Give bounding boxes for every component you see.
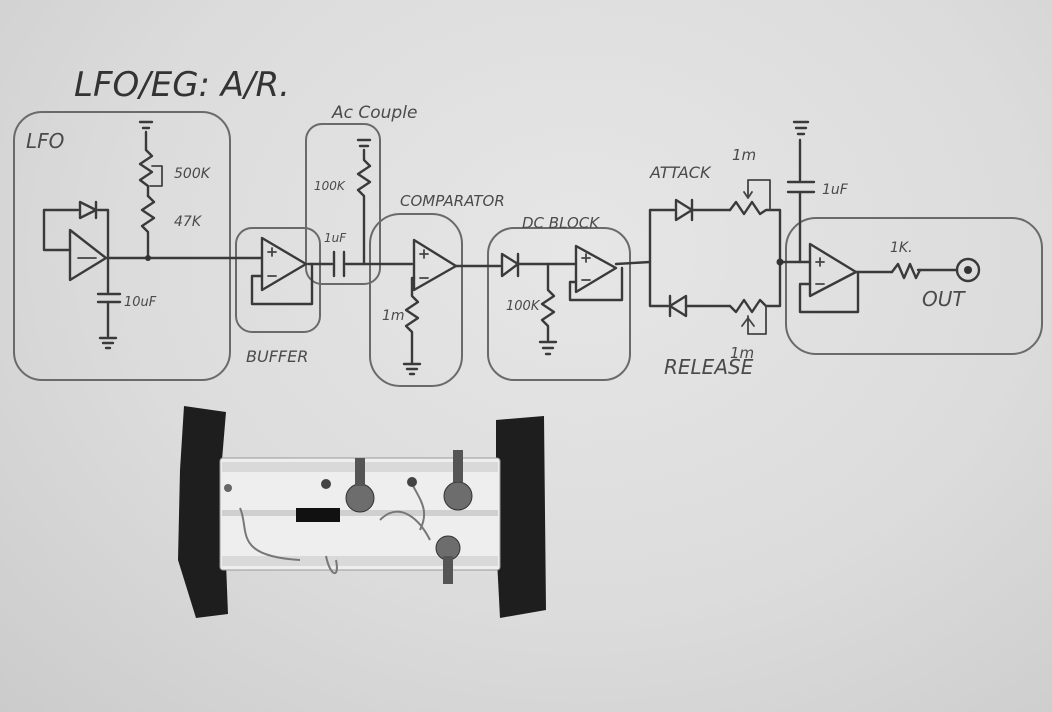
ar-node: [776, 258, 784, 266]
comparator-opamp: [412, 238, 458, 292]
lfo-top-ground: [138, 120, 154, 152]
dc-block-label: DC BLOCK: [522, 214, 600, 232]
r-500k-wiper: [149, 165, 163, 187]
buffer-opamp-signs: [267, 247, 277, 277]
pot-3-shaft: [443, 556, 453, 584]
release-diode: [668, 294, 688, 318]
ar-resistors: [728, 200, 782, 314]
dc-feedback: [568, 266, 624, 302]
signal-wire-5: [778, 260, 958, 274]
output-opamp: [808, 242, 858, 298]
r-500k-symbol: [138, 148, 154, 198]
r-100k-dc-label: 100K: [506, 299, 541, 314]
output-opamp-signs: [815, 257, 825, 285]
attack-diode: [674, 198, 694, 222]
lfo-feedback-wire: [42, 208, 110, 260]
c-1uf-couple-symbol: [332, 250, 346, 278]
breadboard-center-gap: [222, 510, 498, 516]
attack-pot-wiper: [743, 179, 771, 211]
r-47k-symbol: [140, 194, 156, 260]
c-1uf-out-label: 1uF: [822, 182, 849, 198]
dc-opamp-signs: [581, 253, 591, 281]
c-1uf-out-symbol: [786, 120, 816, 264]
release-pot-wiper: [741, 305, 767, 335]
title-text: LFO/EG: A/R.: [74, 65, 290, 105]
output-feedback: [798, 270, 860, 314]
r-1m-comp-symbol: [402, 276, 422, 376]
c-10uf-label: 10uF: [124, 295, 157, 310]
capacitor-1: [321, 479, 331, 489]
c-1uf-couple-label: 1uF: [324, 231, 347, 245]
r-1m-attack-label: 1m: [732, 146, 756, 164]
breadboard-photo: [178, 406, 546, 618]
lfo-opamp: [68, 228, 108, 282]
r-1k-symbol: [890, 262, 922, 280]
pot-2: [443, 481, 473, 511]
lfo-block-box: [13, 111, 231, 381]
c-10uf-symbol: [96, 256, 122, 350]
buffer-feedback: [250, 262, 314, 306]
attack-label: ATTACK: [649, 163, 712, 182]
ic-chip: [296, 508, 340, 522]
led: [224, 484, 232, 492]
buffer-block-box: [235, 227, 321, 333]
r-100k-symbol: [356, 138, 372, 266]
release-label: RELEASE: [664, 355, 754, 379]
r-47k-label: 47K: [174, 214, 203, 230]
signal-wire-4: [614, 260, 652, 266]
buffer-label: BUFFER: [246, 347, 308, 366]
ac-couple-block-box: [305, 123, 381, 285]
r-500k-label: 500K: [174, 166, 212, 182]
lfo-label: LFO: [26, 129, 64, 153]
r-100k-dc-symbol: [538, 262, 558, 356]
ar-network-left: [648, 208, 732, 308]
dc-opamp: [574, 244, 618, 294]
dc-diode: [500, 252, 520, 278]
left-tape: [178, 406, 228, 618]
lfo-node: [145, 255, 151, 261]
right-tape: [496, 416, 546, 618]
pot-1-shaft: [355, 458, 365, 486]
capacitor-2: [407, 477, 417, 487]
pot-1: [345, 483, 375, 513]
ac-couple-label: Ac Couple: [331, 103, 417, 123]
jumper-wires: [239, 479, 431, 574]
r-1m-release-label: 1m: [730, 344, 754, 362]
r-1m-comp-label: 1m: [382, 308, 405, 324]
r-1k-label: 1K.: [890, 240, 913, 256]
output-jack-center: [964, 266, 972, 274]
dc-block-box: [487, 227, 631, 381]
buffer-opamp: [260, 236, 308, 292]
comparator-signs: [419, 249, 429, 279]
breadboard-rail-bottom: [222, 556, 498, 566]
pot-2-shaft: [453, 450, 463, 482]
lfo-diode: [78, 200, 98, 220]
output-jack-icon: [955, 257, 981, 283]
output-block-box: [785, 217, 1043, 355]
comparator-block-box: [369, 213, 463, 387]
comparator-label: COMPARATOR: [400, 192, 505, 210]
r-100k-label: 100K: [314, 179, 346, 193]
out-label: OUT: [922, 287, 966, 311]
